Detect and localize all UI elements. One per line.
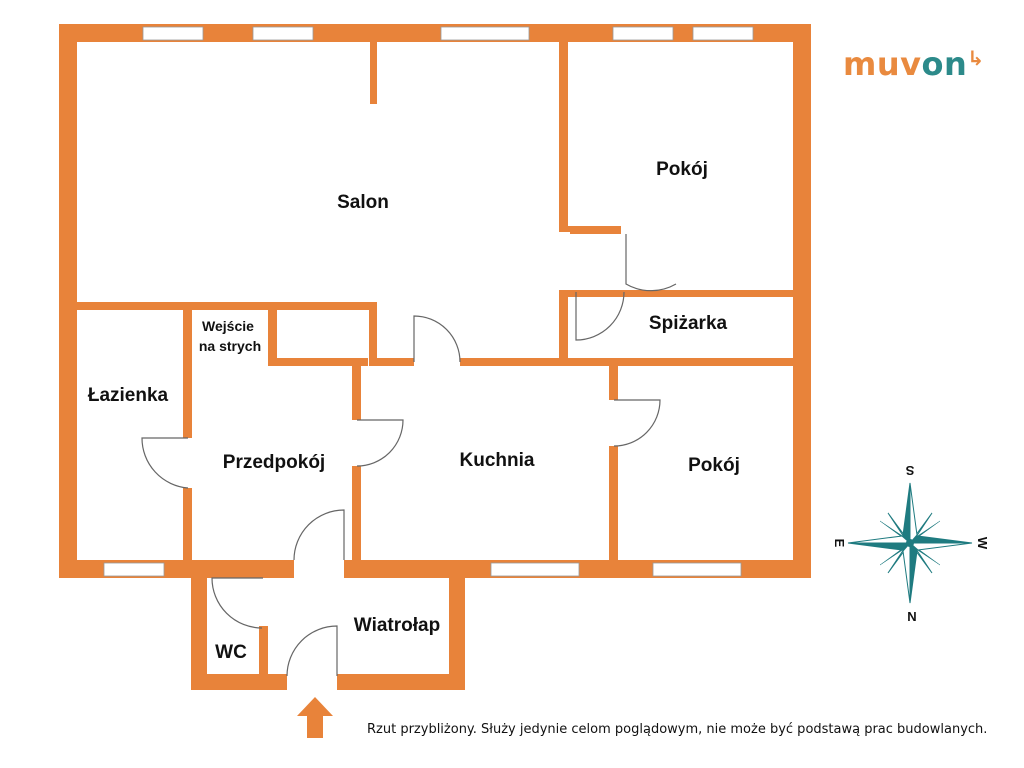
disclaimer-text: Rzut przybliżony. Służy jedynie celom po… (367, 722, 988, 737)
logo-hook-icon: ↳ (967, 46, 985, 70)
room-label-lazienka: Łazienka (88, 385, 169, 406)
compass-label-north: N (907, 609, 916, 624)
room-label-salon: Salon (337, 192, 389, 213)
door-openings (182, 225, 629, 692)
logo-text-part2: on (921, 45, 968, 83)
room-label-pokoj-top: Pokój (656, 159, 708, 180)
room-label-kuchnia: Kuchnia (460, 450, 535, 471)
compass-rose-icon (847, 482, 973, 604)
compass-label-east: E (832, 539, 847, 548)
room-label-wiatrolap: Wiatrołap (354, 615, 440, 636)
room-label-wejscie-line2: na strych (199, 338, 261, 354)
door-swings (141, 234, 677, 677)
compass-label-south: S (905, 463, 914, 478)
room-label-przedpokoj: Przedpokój (223, 452, 325, 473)
entrance-arrow-icon (297, 697, 333, 738)
logo-text-part1: muv (843, 45, 922, 83)
muvon-logo: muvon↳ (843, 48, 985, 80)
compass-label-west: W (975, 537, 990, 550)
room-label-wejscie-line1: Wejście (202, 318, 254, 334)
windows (103, 26, 754, 577)
room-label-spizarka: Spiżarka (649, 313, 728, 334)
room-label-wc: WC (215, 642, 247, 663)
room-label-pokoj-bottom: Pokój (688, 455, 740, 476)
